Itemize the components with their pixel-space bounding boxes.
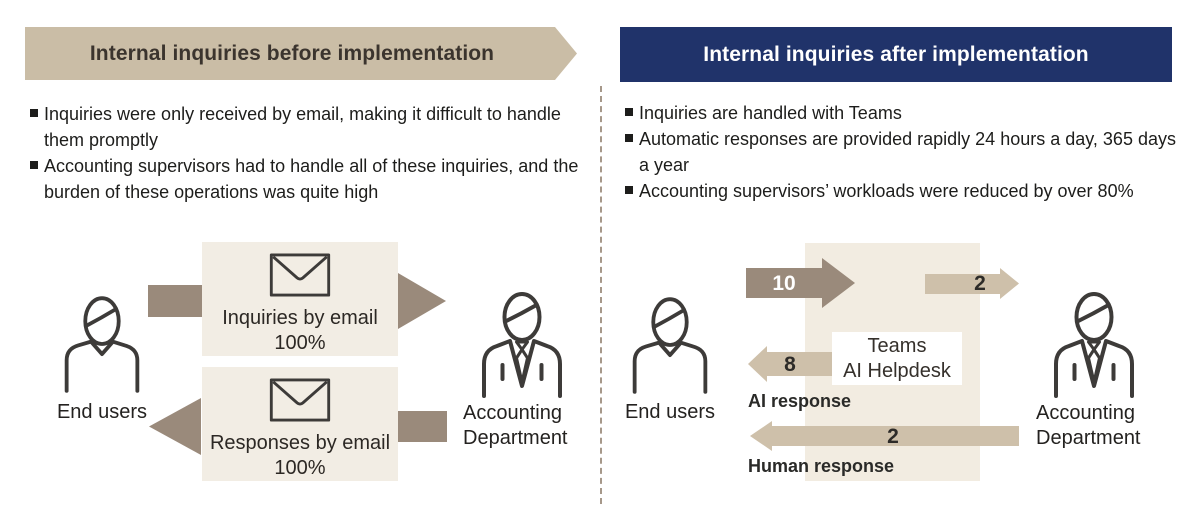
responses-by-email-box: Responses by email 100% [202,367,398,481]
inquiries-box-line1: Inquiries by email [222,307,378,329]
accounting-label-line2: Department [463,427,568,449]
accounting-label-line2: Department [1036,427,1141,449]
responses-box-line1: Responses by email [209,432,391,454]
end-users-label: End users [56,401,148,423]
human-response-label: Human response [748,456,895,476]
accounting-label: Accounting Department [463,401,568,451]
end-user-person-icon [627,297,713,399]
human-response-arrow-tail [772,426,1019,446]
panel-divider [600,86,602,504]
ai-response-value: 8 [784,353,796,376]
bullet-square-icon [625,134,633,142]
before-header-banner: Internal inquiries before implementation [25,27,577,80]
before-bullet-list: Inquiries were only received by email, m… [30,101,582,205]
teams-box-line2: AI Helpdesk [843,359,951,382]
accounting-label-line1: Accounting [463,402,562,424]
bullet-square-icon [625,186,633,194]
teams-box-line1: Teams [867,334,927,357]
inquiries-arrow-tail [746,268,822,298]
bullet-item: Automatic responses are provided rapidly… [625,126,1185,178]
teams-ai-helpdesk-box: Teams AI Helpdesk [832,332,962,385]
bullet-square-icon [30,161,38,169]
responses-box-line2: 100% [274,457,326,479]
human-response-arrow-head [750,421,772,451]
accounting-label: Accounting Department [1036,401,1141,451]
human-response-value: 2 [887,425,899,448]
bullet-item: Inquiries were only received by email, m… [30,101,582,153]
end-users-label: End users [624,401,716,423]
ai-response-arrow-head [748,346,767,382]
bullet-text: Inquiries are handled with Teams [639,103,902,123]
inquiry-arrow-tail [148,285,202,317]
bullet-text: Accounting supervisors had to handle all… [44,156,579,202]
bullet-item: Accounting supervisors’ workloads were r… [625,178,1185,204]
inquiry-arrow-head [398,273,446,329]
accountant-person-icon [477,292,567,403]
envelope-icon [269,378,331,427]
bullet-item: Accounting supervisors had to handle all… [30,153,582,205]
bullet-text: Inquiries were only received by email, m… [44,104,561,150]
response-arrow-tail [398,411,447,442]
to-accounting-value: 2 [974,272,986,295]
inquiries-by-email-box: Inquiries by email 100% [202,242,398,356]
ai-response-label: AI response [748,391,852,411]
to-accounting-arrow-head [1000,268,1019,299]
after-header-title: Internal inquiries after implementation [703,42,1089,66]
bullet-item: Inquiries are handled with Teams [625,100,1185,126]
accounting-label-line1: Accounting [1036,402,1135,424]
envelope-icon [269,253,331,302]
end-user-person-icon [59,296,145,398]
inquiries-box-line2: 100% [274,332,326,354]
bullet-text: Accounting supervisors’ workloads were r… [639,181,1134,201]
accountant-person-icon [1049,292,1139,403]
bullet-square-icon [30,109,38,117]
bullet-text: Automatic responses are provided rapidly… [639,129,1176,175]
after-header-banner: Internal inquiries after implementation [620,27,1172,82]
ai-response-arrow-tail [767,352,832,376]
inquiries-value: 10 [772,272,796,295]
after-bullet-list: Inquiries are handled with Teams Automat… [625,100,1185,204]
bullet-square-icon [625,108,633,116]
to-accounting-arrow-tail [925,274,1000,294]
before-header-title: Internal inquiries before implementation [89,41,495,65]
